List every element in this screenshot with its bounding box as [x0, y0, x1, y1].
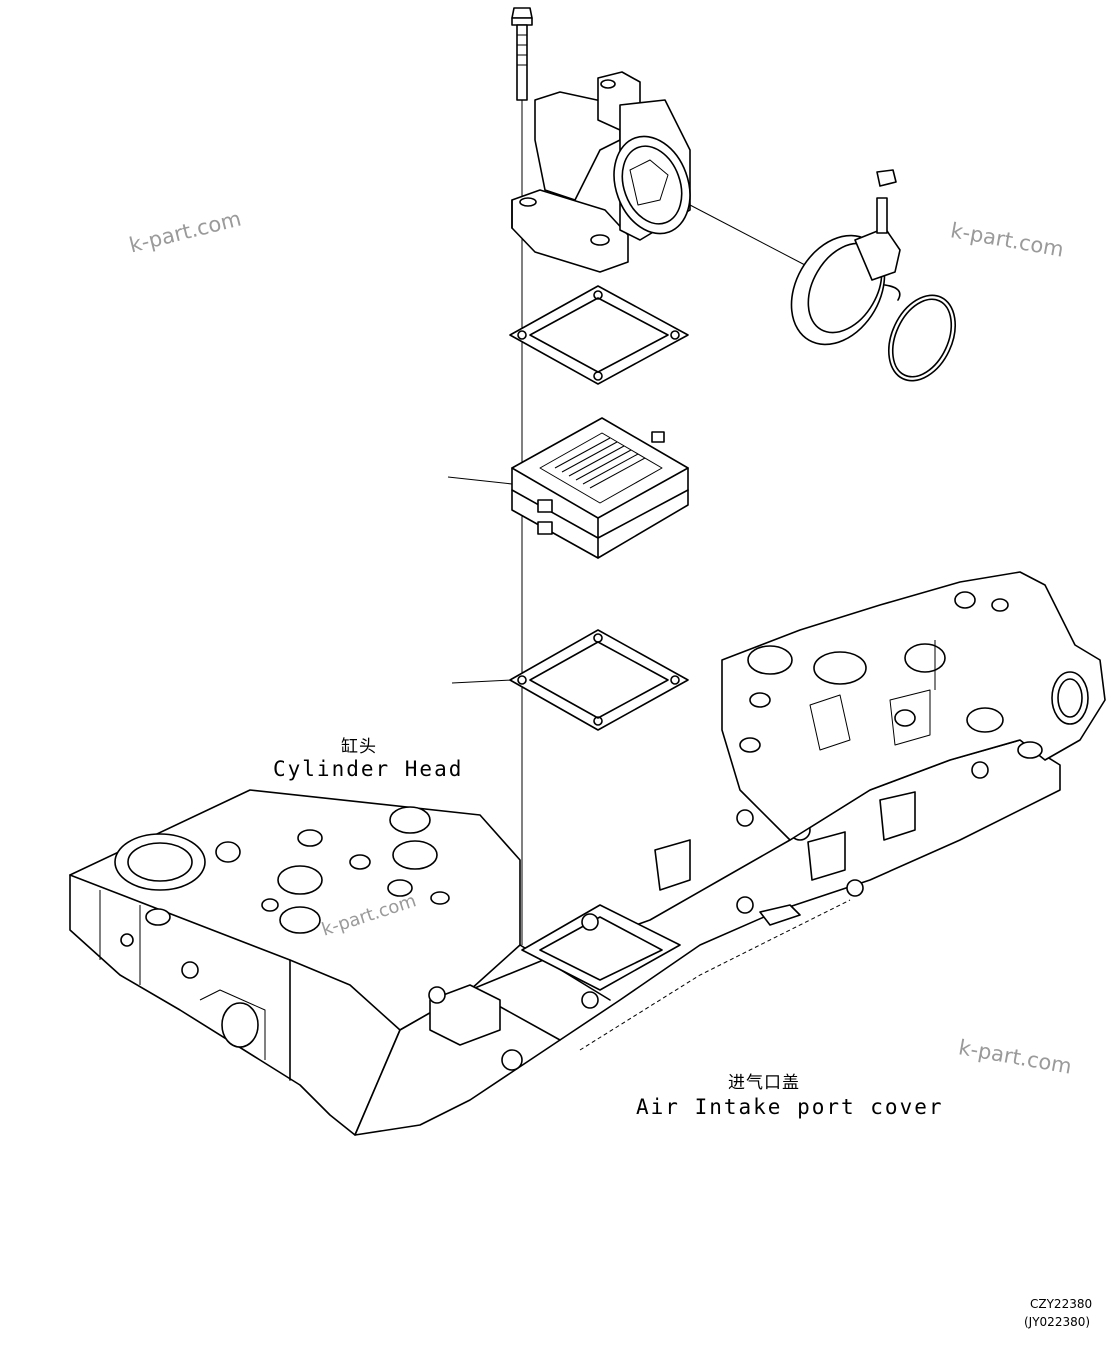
upper-gasket [509, 285, 689, 385]
flange-bolt [511, 7, 533, 101]
hose-clamp [790, 169, 901, 346]
lower-gasket [509, 629, 689, 731]
cylinder-head-label-cn: 缸头 [341, 737, 377, 757]
gasket-leader-line [451, 679, 513, 684]
cylinder-head-label-en: Cylinder Head [273, 757, 464, 781]
heater-leader-line [447, 476, 513, 485]
intake-elbow-connector [511, 71, 691, 273]
cylinder-head-assembly [69, 789, 521, 1136]
intake-heater-block [511, 417, 689, 559]
figure-code: CZY22380 [1030, 1297, 1093, 1311]
cylinder-head-rear [721, 571, 1106, 841]
intake-cover-label-cn: 进气口盖 [728, 1073, 800, 1093]
intake-cover-label-en: Air Intake port cover [636, 1095, 944, 1119]
figure-code-alt: (JY022380) [1024, 1315, 1091, 1329]
o-ring-seal [888, 294, 956, 382]
